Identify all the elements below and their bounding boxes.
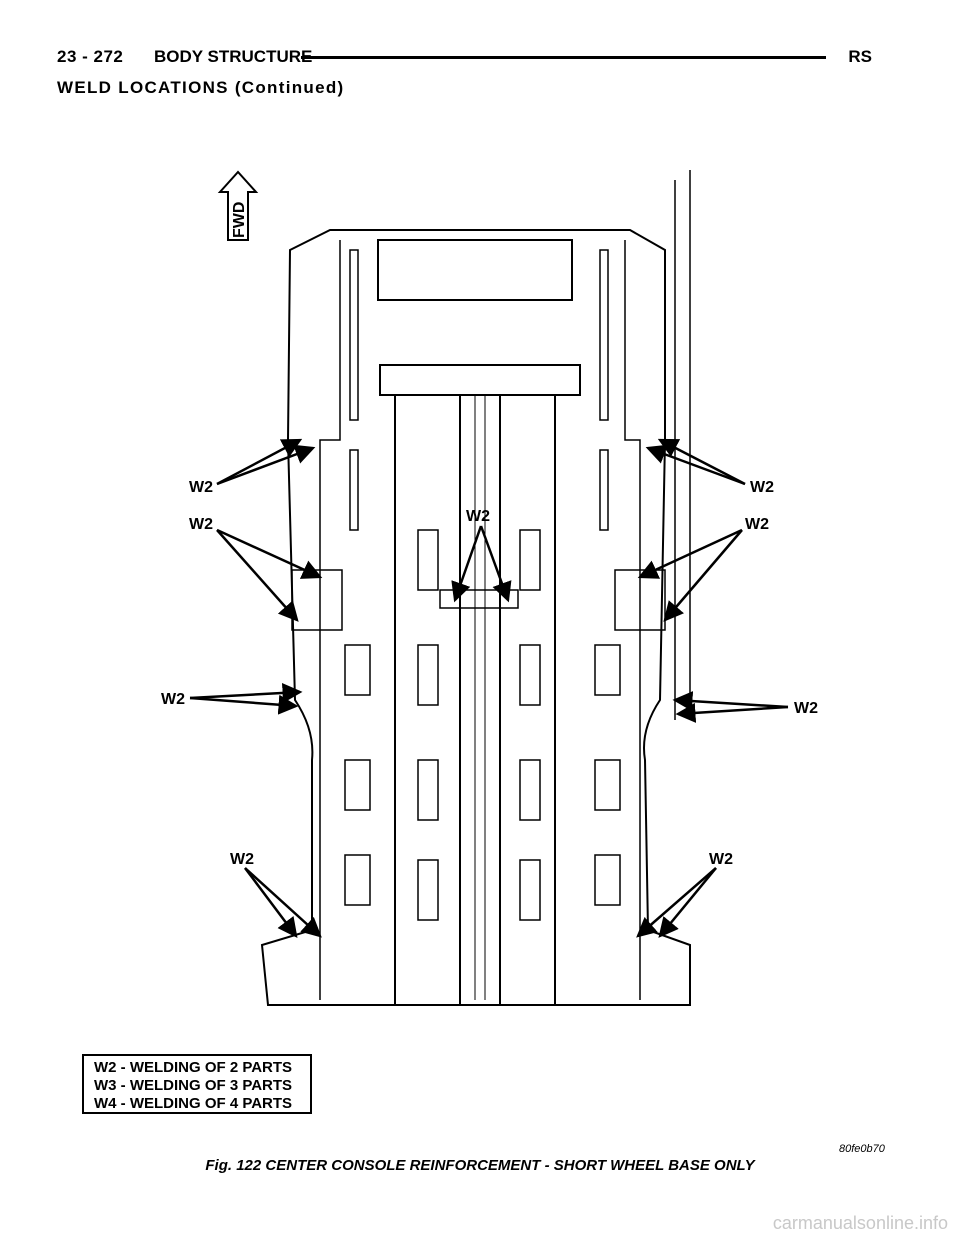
fwd-label: FWD [231, 202, 248, 238]
legend-item: W3 - WELDING OF 3 PARTS [94, 1077, 293, 1094]
panel-cutouts [291, 249, 666, 921]
weld-callouts [189, 438, 789, 938]
weld-labels: W2 W2 W2 W2 W2 W2 W2 W2 W2 [161, 479, 818, 868]
weld-label-w2: W2 [189, 479, 213, 496]
page-number: 23 - 272 [57, 47, 124, 66]
weld-label-w2: W2 [745, 516, 769, 533]
figure-caption: Fig. 122 CENTER CONSOLE REINFORCEMENT - … [205, 1157, 755, 1174]
weld-label-w2: W2 [750, 479, 774, 496]
weld-label-w2: W2 [794, 700, 818, 717]
section-subheading: WELD LOCATIONS (Continued) [57, 78, 345, 97]
weld-label-w2: W2 [161, 691, 185, 708]
legend-item: W4 - WELDING OF 4 PARTS [94, 1095, 293, 1112]
model-tag: RS [848, 47, 872, 66]
floor-pan-outline [260, 170, 691, 1006]
weld-label-w2: W2 [709, 851, 733, 868]
weld-label-w2: W2 [466, 508, 490, 525]
header-rule [301, 56, 826, 59]
weld-legend: W2 - WELDING OF 2 PARTS W3 - WELDING OF … [82, 1054, 312, 1114]
watermark: carmanualsonline.info [772, 1213, 948, 1233]
section-title: BODY STRUCTURE [154, 47, 313, 66]
legend-item: W2 - WELDING OF 2 PARTS [94, 1059, 293, 1076]
weld-label-w2: W2 [189, 516, 213, 533]
page-header: 23 - 272 BODY STRUCTURE RS [57, 47, 872, 69]
fwd-arrow-icon: FWD [217, 170, 259, 241]
drawing-code: 80fe0b70 [839, 1143, 885, 1155]
weld-location-diagram: FWD W2 W2 W [161, 170, 818, 1006]
weld-label-w2: W2 [230, 851, 254, 868]
